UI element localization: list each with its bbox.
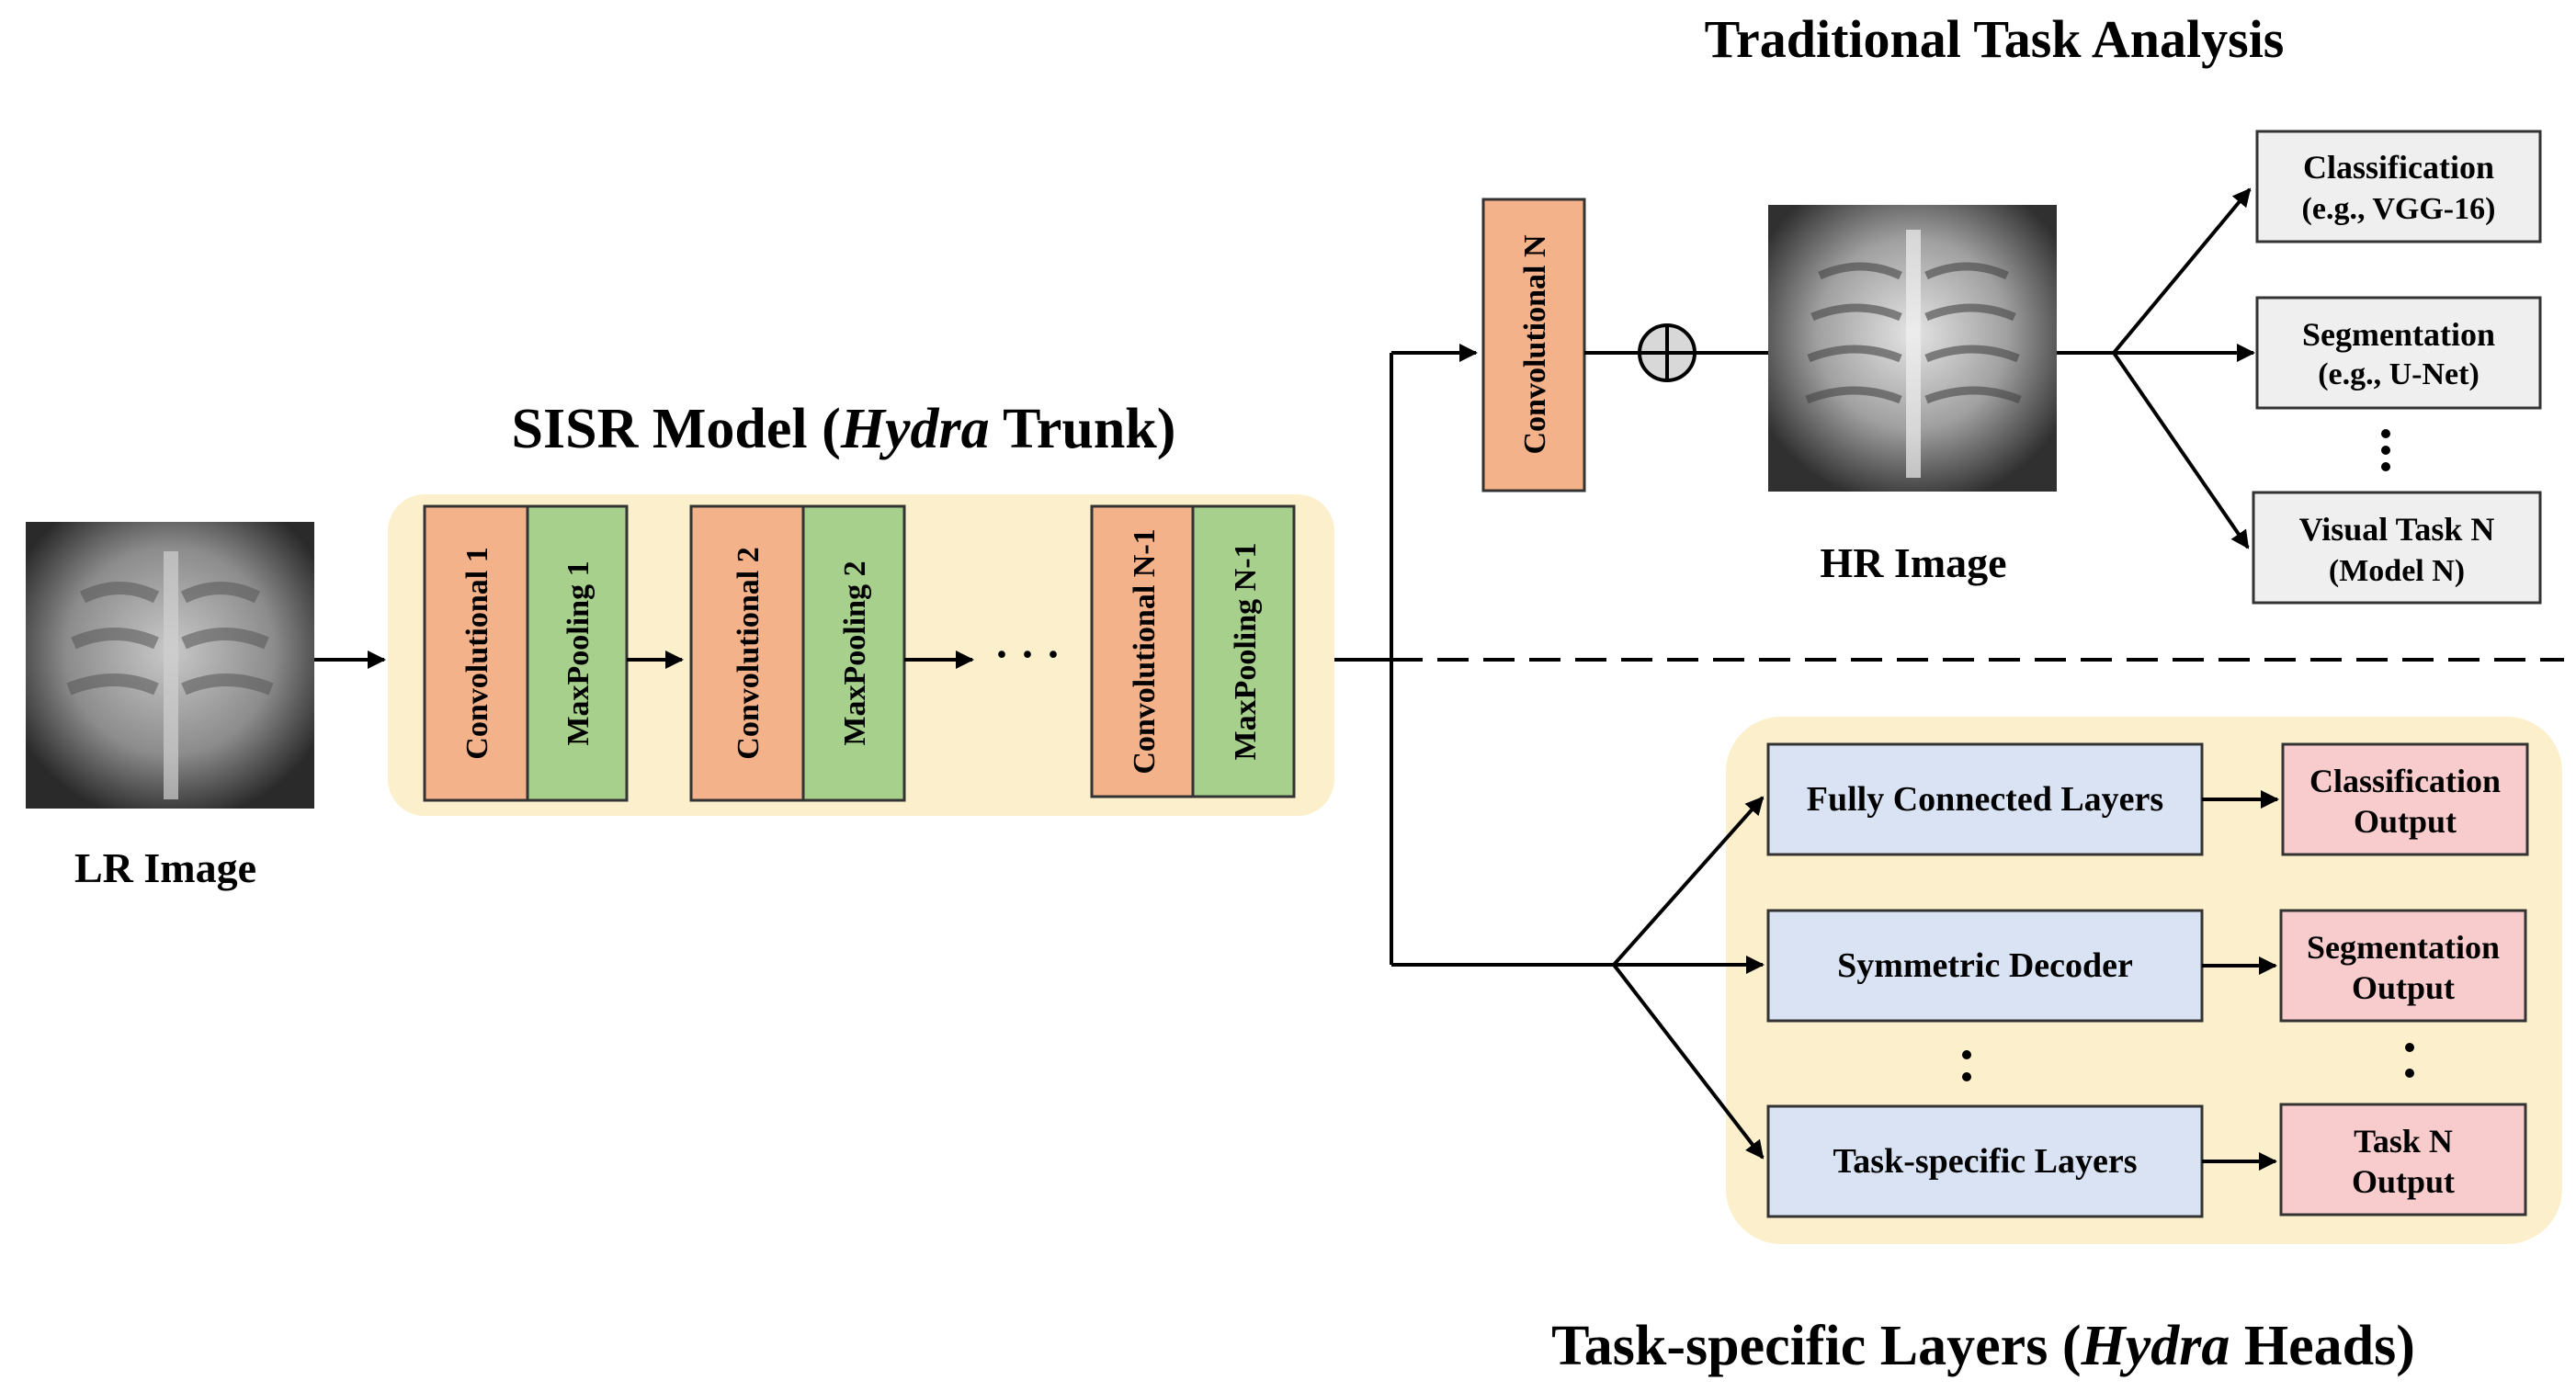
hr-image-label: HR Image <box>1820 539 2006 586</box>
visual-task-n-box <box>2252 491 2542 605</box>
pool-n-1-label: MaxPooling N-1 <box>1229 542 1263 760</box>
classification-task-title: Classification <box>2303 149 2494 186</box>
classification-output-box <box>2281 742 2529 856</box>
arrow-to-task-layers <box>1612 963 1765 1160</box>
conv-block-n <box>1481 198 1586 492</box>
pool-2-label: MaxPooling 2 <box>838 560 872 745</box>
hr-xray-image <box>1768 205 2057 492</box>
heads-title-italic: Hydra <box>2080 1315 2230 1377</box>
segmentation-task-title: Segmentation <box>2302 316 2495 353</box>
segmentation-output-box <box>2279 909 2527 1023</box>
classification-task-model: (e.g., VGG-16) <box>2302 192 2496 226</box>
heads-title-suffix: Heads) <box>2230 1315 2415 1377</box>
lr-image-label: LR Image <box>74 844 256 891</box>
visual-task-n-title: Visual Task N <box>2299 511 2495 548</box>
outputs-vdots <box>2405 1043 2414 1078</box>
conv-n-label: Convolutional N <box>1518 234 1552 454</box>
decoder-box <box>1766 909 2204 1023</box>
arrow-to-fc-layers <box>1612 796 1765 967</box>
conv-n-1-label: Convolutional N-1 <box>1128 528 1162 774</box>
pool-block-1 <box>526 504 629 802</box>
arrow-to-visual-task-n <box>2112 351 2250 549</box>
conv-2-label: Convolutional 2 <box>732 547 766 759</box>
trunk-title-prefix: SISR Model ( <box>512 398 841 460</box>
sum-operator-icon <box>1638 323 1697 382</box>
task-n-output-line2: Output <box>2352 1163 2455 1200</box>
pool-block-2 <box>801 504 906 802</box>
segmentation-task-box <box>2255 296 2542 410</box>
conv-block-1 <box>423 504 529 802</box>
decoder-label: Symmetric Decoder <box>1837 946 2133 985</box>
arrow-to-classification-task <box>2112 187 2252 355</box>
conv-block-n-1 <box>1090 504 1195 798</box>
pool-1-label: MaxPooling 1 <box>562 560 596 745</box>
pool-block-n-1 <box>1191 504 1296 798</box>
task-layers-label: Task-specific Layers <box>1833 1142 2137 1181</box>
conv-block-2 <box>689 504 805 802</box>
traditional-title: Traditional Task Analysis <box>1705 9 2285 69</box>
head-layers-vdots <box>1962 1050 1971 1081</box>
fc-layers-box <box>1766 742 2204 856</box>
trunk-title: SISR Model (Hydra Trunk) <box>512 398 1176 460</box>
segmentation-output-line2: Output <box>2352 969 2455 1006</box>
segmentation-task-model: (e.g., U-Net) <box>2318 357 2480 391</box>
conv-1-label: Convolutional 1 <box>460 547 494 759</box>
tasks-vdots <box>2381 429 2390 471</box>
fc-layers-label: Fully Connected Layers <box>1807 780 2163 819</box>
trunk-title-suffix: Trunk) <box>990 398 1176 460</box>
task-n-output-box <box>2279 1103 2527 1217</box>
visual-task-n-model: (Model N) <box>2329 554 2465 588</box>
trunk-ellipsis: · · · <box>994 630 1061 679</box>
heads-title-prefix: Task-specific Layers ( <box>1551 1315 2081 1377</box>
lr-xray-image <box>26 522 314 809</box>
segmentation-output-line1: Segmentation <box>2307 929 2500 966</box>
task-n-output-line1: Task N <box>2354 1123 2453 1160</box>
trunk-title-italic: Hydra <box>840 398 990 460</box>
heads-title: Task-specific Layers (Hydra Heads) <box>1551 1315 2415 1377</box>
classification-task-box <box>2255 130 2542 243</box>
classification-output-line2: Output <box>2354 803 2457 840</box>
classification-output-line1: Classification <box>2309 763 2501 799</box>
